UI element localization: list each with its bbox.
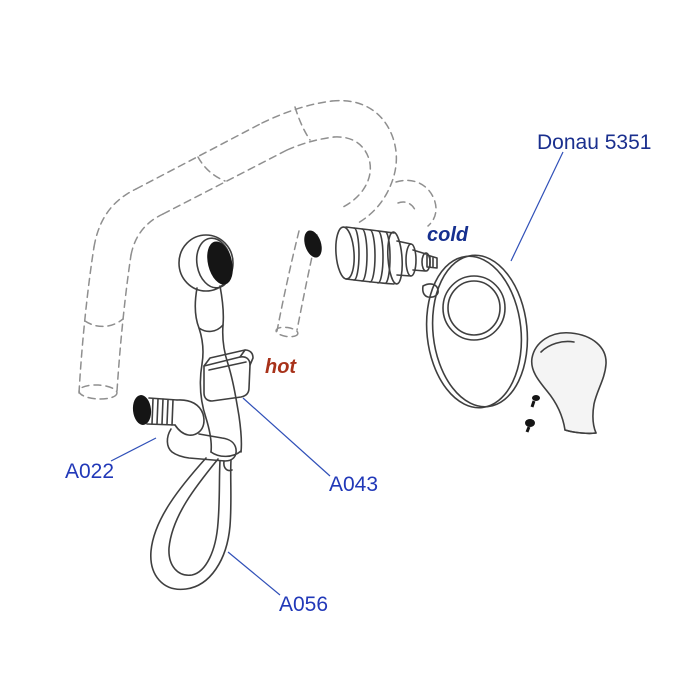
label-part-a056: A056	[279, 593, 328, 616]
escutcheon-hole	[442, 275, 506, 341]
elbow-seal	[132, 395, 152, 425]
label-part-a022: A022	[65, 460, 114, 483]
lever-handle	[530, 332, 607, 435]
label-product-model: Donau 5351	[537, 131, 651, 154]
sprayer-face	[207, 241, 233, 285]
handle-screws	[525, 395, 540, 433]
screw-icon	[525, 419, 535, 427]
hot-inlet-pipe	[276, 230, 300, 332]
label-hot: hot	[265, 356, 297, 378]
leader-product	[510, 151, 564, 262]
pipe-open-end	[78, 384, 118, 400]
mixer-cartridge	[304, 226, 439, 298]
leader-a043	[242, 397, 331, 477]
leader-a056	[227, 551, 281, 596]
label-part-a043: A043	[329, 473, 378, 496]
shower-holder-bracket	[203, 349, 254, 402]
leader-lines	[110, 151, 564, 596]
shower-hose-loop	[150, 457, 232, 591]
screw-icon	[532, 395, 540, 401]
hand-shower	[178, 234, 243, 458]
phantom-pipework	[78, 99, 437, 400]
leader-a022	[110, 437, 157, 462]
escutcheon-plate	[425, 254, 529, 409]
cartridge-seal	[304, 230, 322, 258]
sprayer-head-rim	[178, 234, 234, 292]
label-cold: cold	[427, 224, 469, 246]
cartridge-stem-tip	[426, 254, 438, 269]
wall-supply-elbow	[132, 395, 237, 472]
cold-inlet-pipe	[395, 179, 437, 227]
